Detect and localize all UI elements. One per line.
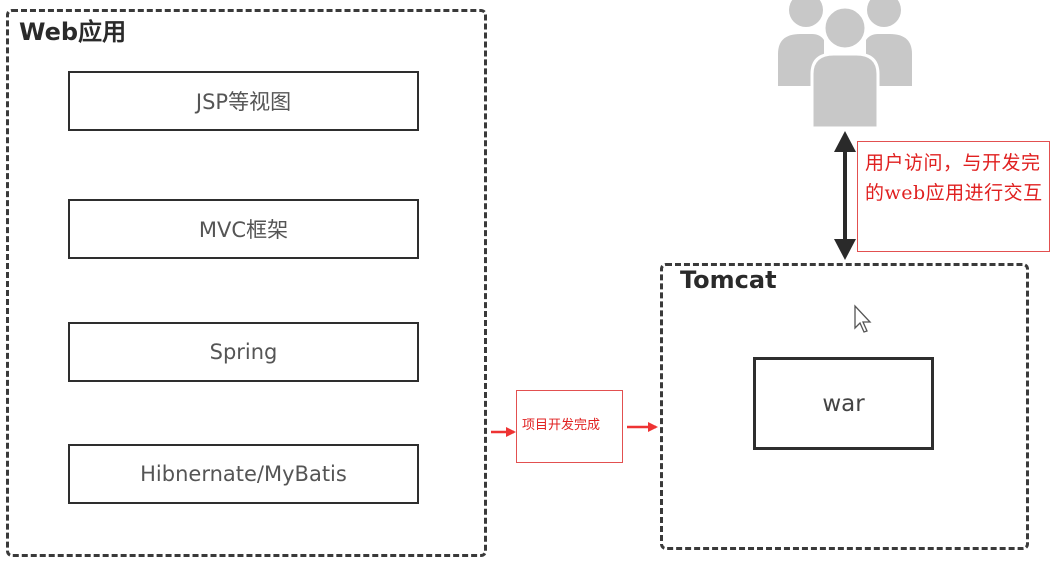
war-artifact: war	[753, 357, 934, 450]
user-access-note: 用户访问，与开发完的web应用进行交互	[857, 141, 1050, 252]
layer-spring: Spring	[68, 322, 419, 382]
layer-orm: Hibnernate/MyBatis	[68, 444, 419, 504]
dev-complete-note: 项目开发完成	[516, 390, 623, 463]
web-app-title: Web应用	[19, 18, 127, 46]
users-group-icon	[778, 0, 912, 130]
tomcat-title: Tomcat	[680, 266, 777, 294]
layer-jsp-views: JSP等视图	[68, 71, 419, 131]
layer-mvc-framework: MVC框架	[68, 199, 419, 259]
mouse-cursor-icon	[854, 304, 872, 333]
tomcat-container	[660, 263, 1029, 550]
user-tomcat-double-arrow	[834, 131, 856, 260]
web-app-container	[6, 9, 487, 557]
